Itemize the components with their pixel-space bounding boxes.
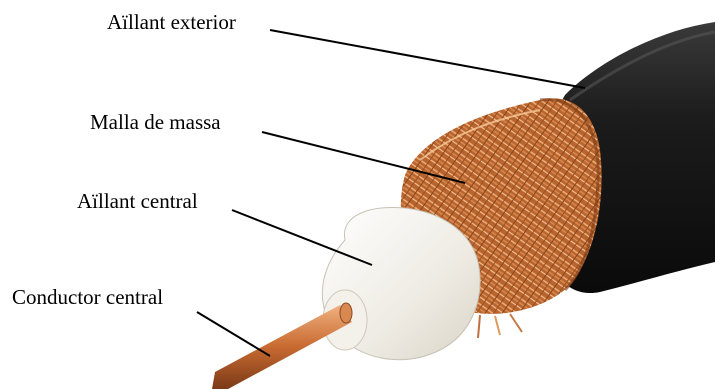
- center-conductor: [212, 303, 352, 389]
- dielectric-core: [322, 207, 480, 359]
- shield-braid-label: Malla de massa: [90, 112, 221, 133]
- center-conductor-label: Conductor central: [12, 287, 163, 308]
- leader-outer-insulation: [270, 30, 585, 88]
- dielectric-label: Aïllant central: [77, 191, 198, 212]
- leader-center-conductor: [197, 312, 270, 356]
- outer-insulation-label: Aïllant exterior: [107, 12, 236, 33]
